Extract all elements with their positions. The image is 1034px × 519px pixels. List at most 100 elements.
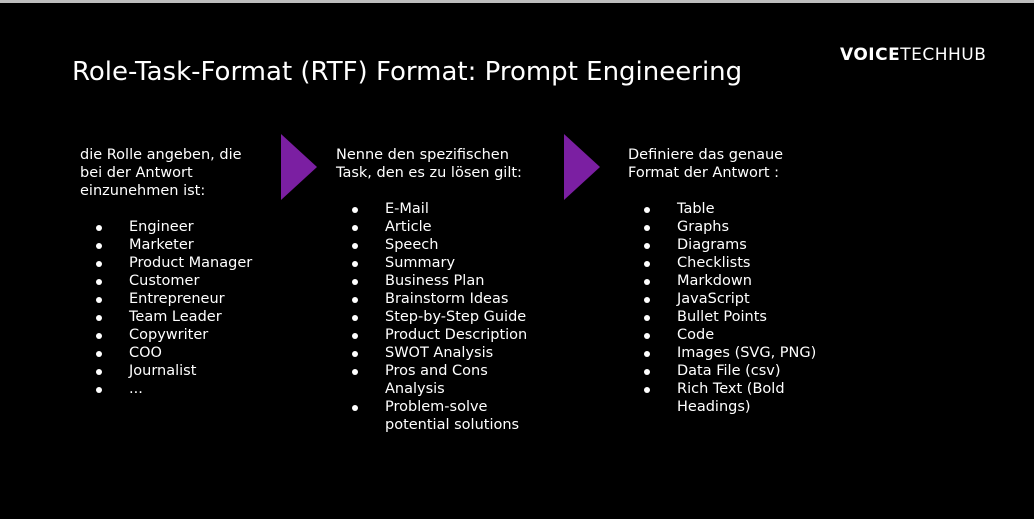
bullet-icon: [96, 225, 102, 231]
list-item-label: Bullet Points: [677, 309, 767, 325]
list-item-label: Entrepreneur: [129, 291, 225, 307]
list-item-label: Journalist: [129, 363, 197, 379]
list-item: JavaScript: [628, 290, 843, 308]
logo-voice: VOICE: [840, 45, 901, 65]
bullet-icon: [644, 225, 650, 231]
bullet-icon: [352, 297, 358, 303]
bullet-icon: [96, 387, 102, 393]
list-item: Business Plan: [336, 272, 551, 290]
list-item-label: Graphs: [677, 219, 730, 235]
list-item-label: JavaScript: [677, 291, 750, 307]
list-item-label: Table: [677, 201, 715, 217]
list-item-label: Marketer: [129, 237, 194, 253]
list-item: Checklists: [628, 254, 843, 272]
list-item: Product Manager: [80, 254, 270, 272]
role-column: die Rolle angeben, die bei der Antwort e…: [80, 146, 270, 398]
list-item-label: Checklists: [677, 255, 751, 271]
bullet-icon: [644, 315, 650, 321]
list-item: SWOT Analysis: [336, 344, 551, 362]
list-item: Step-by-Step Guide: [336, 308, 551, 326]
bullet-icon: [96, 243, 102, 249]
logo-techhub: TECHHUB: [900, 45, 987, 65]
list-item-label: ...: [129, 381, 143, 397]
list-item: Graphs: [628, 218, 843, 236]
list-item: Article: [336, 218, 551, 236]
list-item-label: Brainstorm Ideas: [385, 291, 509, 307]
bullet-icon: [644, 243, 650, 249]
bullet-icon: [644, 297, 650, 303]
list-item-label: Markdown: [677, 273, 752, 289]
bullet-icon: [352, 405, 358, 411]
list-item: Images (SVG, PNG): [628, 344, 843, 362]
bullet-icon: [96, 279, 102, 285]
bullet-icon: [352, 279, 358, 285]
list-item: Summary: [336, 254, 551, 272]
slide-title: Role-Task-Format (RTF) Format: Prompt En…: [72, 57, 743, 87]
list-item-label: Pros and Cons Analysis: [385, 363, 488, 397]
list-item: ...: [80, 380, 270, 398]
list-item: Pros and Cons Analysis: [336, 362, 551, 398]
top-border: [0, 0, 1034, 3]
bullet-icon: [96, 297, 102, 303]
bullet-icon: [644, 387, 650, 393]
list-item-label: Engineer: [129, 219, 194, 235]
bullet-icon: [644, 369, 650, 375]
bullet-icon: [352, 207, 358, 213]
bullet-icon: [644, 261, 650, 267]
list-item-label: Product Manager: [129, 255, 253, 271]
list-item: Bullet Points: [628, 308, 843, 326]
bullet-icon: [352, 261, 358, 267]
list-item: E-Mail: [336, 200, 551, 218]
list-item: Markdown: [628, 272, 843, 290]
list-item-label: Summary: [385, 255, 456, 271]
list-item-label: E-Mail: [385, 201, 429, 217]
list-item-label: Rich Text (Bold Headings): [677, 381, 785, 415]
bullet-icon: [644, 279, 650, 285]
list-item-label: Copywriter: [129, 327, 209, 343]
list-item: Table: [628, 200, 843, 218]
bullet-icon: [352, 225, 358, 231]
list-item: Product Description: [336, 326, 551, 344]
format-column: Definiere das genaue Format der Antwort …: [628, 146, 843, 416]
bullet-icon: [352, 351, 358, 357]
list-item: Journalist: [80, 362, 270, 380]
list-item: Problem-solve potential solutions: [336, 398, 551, 434]
list-item: Customer: [80, 272, 270, 290]
list-item-label: Images (SVG, PNG): [677, 345, 817, 361]
list-item: Data File (csv): [628, 362, 843, 380]
list-item: Brainstorm Ideas: [336, 290, 551, 308]
list-item: Copywriter: [80, 326, 270, 344]
format-intro: Definiere das genaue Format der Antwort …: [628, 147, 784, 181]
bullet-icon: [352, 243, 358, 249]
bullet-icon: [352, 333, 358, 339]
bullet-icon: [352, 315, 358, 321]
list-item: Team Leader: [80, 308, 270, 326]
list-item-label: Team Leader: [129, 309, 222, 325]
bullet-icon: [96, 369, 102, 375]
role-intro: die Rolle angeben, die bei der Antwort e…: [80, 147, 242, 199]
list-item-label: Article: [385, 219, 432, 235]
list-item-label: Data File (csv): [677, 363, 781, 379]
list-item-label: Diagrams: [677, 237, 747, 253]
arrow-right-icon: [281, 134, 317, 200]
list-item: COO: [80, 344, 270, 362]
list-item: Marketer: [80, 236, 270, 254]
list-item: Engineer: [80, 218, 270, 236]
bullet-icon: [96, 351, 102, 357]
list-item-label: SWOT Analysis: [385, 345, 494, 361]
bullet-icon: [644, 333, 650, 339]
list-item: Entrepreneur: [80, 290, 270, 308]
list-item: Rich Text (Bold Headings): [628, 380, 843, 416]
bullet-icon: [96, 315, 102, 321]
brand-logo: VOICETECHHUB: [840, 45, 986, 65]
list-item-label: Business Plan: [385, 273, 485, 289]
task-column: Nenne den spezifischen Task, den es zu l…: [336, 146, 551, 434]
list-item-label: Problem-solve potential solutions: [385, 399, 520, 433]
bullet-icon: [644, 207, 650, 213]
bullet-icon: [644, 351, 650, 357]
list-item-label: Customer: [129, 273, 200, 289]
bullet-icon: [96, 333, 102, 339]
